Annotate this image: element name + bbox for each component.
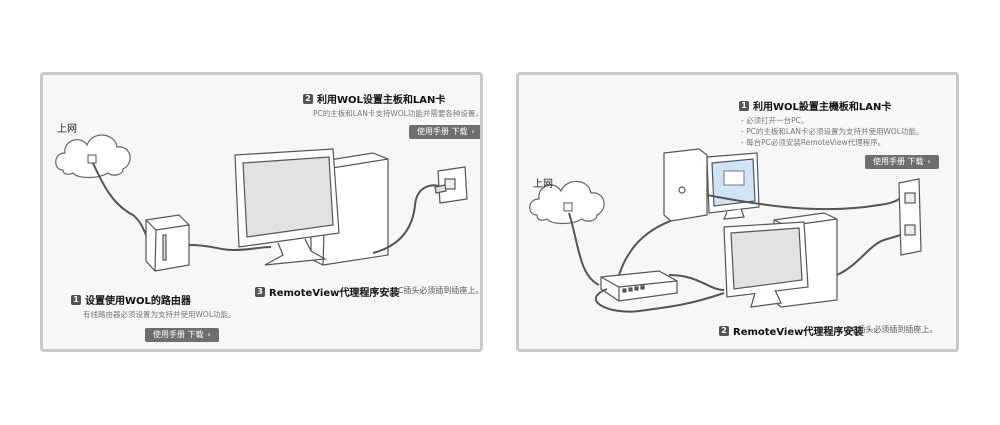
button-label: 使用手册 下载 [873,157,924,166]
button-label: 使用手册 下载 [417,127,468,136]
right-panel: 上网 1 利用WOL設置主機板和LAN卡 - 必须打开一台PC。 - PC的主板… [516,72,959,352]
internet-label: 上网 [533,179,553,190]
list-item: - PC的主板和LAN卡必须设置为支持并使用WOL功能。 [741,127,924,136]
step-1-heading: 1 利用WOL設置主機板和LAN卡 [739,98,891,113]
step-number-badge: 1 [71,294,81,305]
step-title: RemoteView代理程序安装 [733,327,864,338]
monitor-icon [723,221,809,308]
step-1-description: 有线路由器必须设置为支持并使用WOL功能。 [83,310,236,319]
monitor-icon [706,152,760,220]
monitor-icon [234,148,340,266]
router-setup-illustration [55,134,468,272]
step-title: RemoteView代理程序安装 [269,288,400,299]
step-1-heading: 1 设置使用WOL的路由器 [71,292,191,307]
step-2-manual-download-button[interactable]: 使用手册 下载› [409,125,480,139]
step-title: 利用WOL设置主板和LAN卡 [317,95,446,106]
socket-icon [87,154,97,164]
power-outlet-icon [434,166,468,204]
pc-tower-icon [663,148,708,222]
step-2-heading: 2 RemoteView代理程序安装 [719,323,863,338]
step-3-note: PC插头必须插到插座上。 [393,286,483,295]
chevron-right-icon: › [471,127,475,136]
step-2-note: PC插头必须插到插座上。 [847,325,938,334]
network-switch-icon [600,270,678,302]
button-label: 使用手册 下载 [153,330,204,339]
step-number-badge: 1 [739,100,749,111]
chevron-right-icon: › [207,330,211,339]
step-2-description: PC的主板和LAN卡支持WOL功能并需要各种设置。 [313,109,483,118]
list-item: - 必须打开一台PC。 [741,116,809,125]
multi-pc-setup-illustration [529,148,922,313]
step-1-manual-download-button[interactable]: 使用手册 下载› [145,328,219,342]
socket-icon [563,202,573,212]
step-1-manual-download-button[interactable]: 使用手册 下载› [865,155,939,169]
chevron-right-icon: › [927,157,931,166]
step-2-heading: 2 利用WOL设置主板和LAN卡 [303,91,445,106]
step-title: 设置使用WOL的路由器 [85,296,191,307]
power-outlet-icon [898,178,922,256]
step-number-badge: 2 [719,325,729,336]
step-1-requirements-list: - 必须打开一台PC。 - PC的主板和LAN卡必须设置为支持并使用WOL功能。… [741,115,923,148]
step-number-badge: 2 [303,93,313,104]
step-title: 利用WOL設置主機板和LAN卡 [753,102,892,113]
list-item: - 每台PC必须安装RemoteView代理程序。 [741,138,886,147]
router-icon [145,214,190,272]
internet-label: 上网 [57,124,77,135]
left-panel: 上网 2 利用WOL设置主板和LAN卡 PC的主板和LAN卡支持WOL功能并需要… [40,72,483,352]
step-number-badge: 3 [255,286,265,297]
step-3-heading: 3 RemoteView代理程序安装 [255,284,399,299]
